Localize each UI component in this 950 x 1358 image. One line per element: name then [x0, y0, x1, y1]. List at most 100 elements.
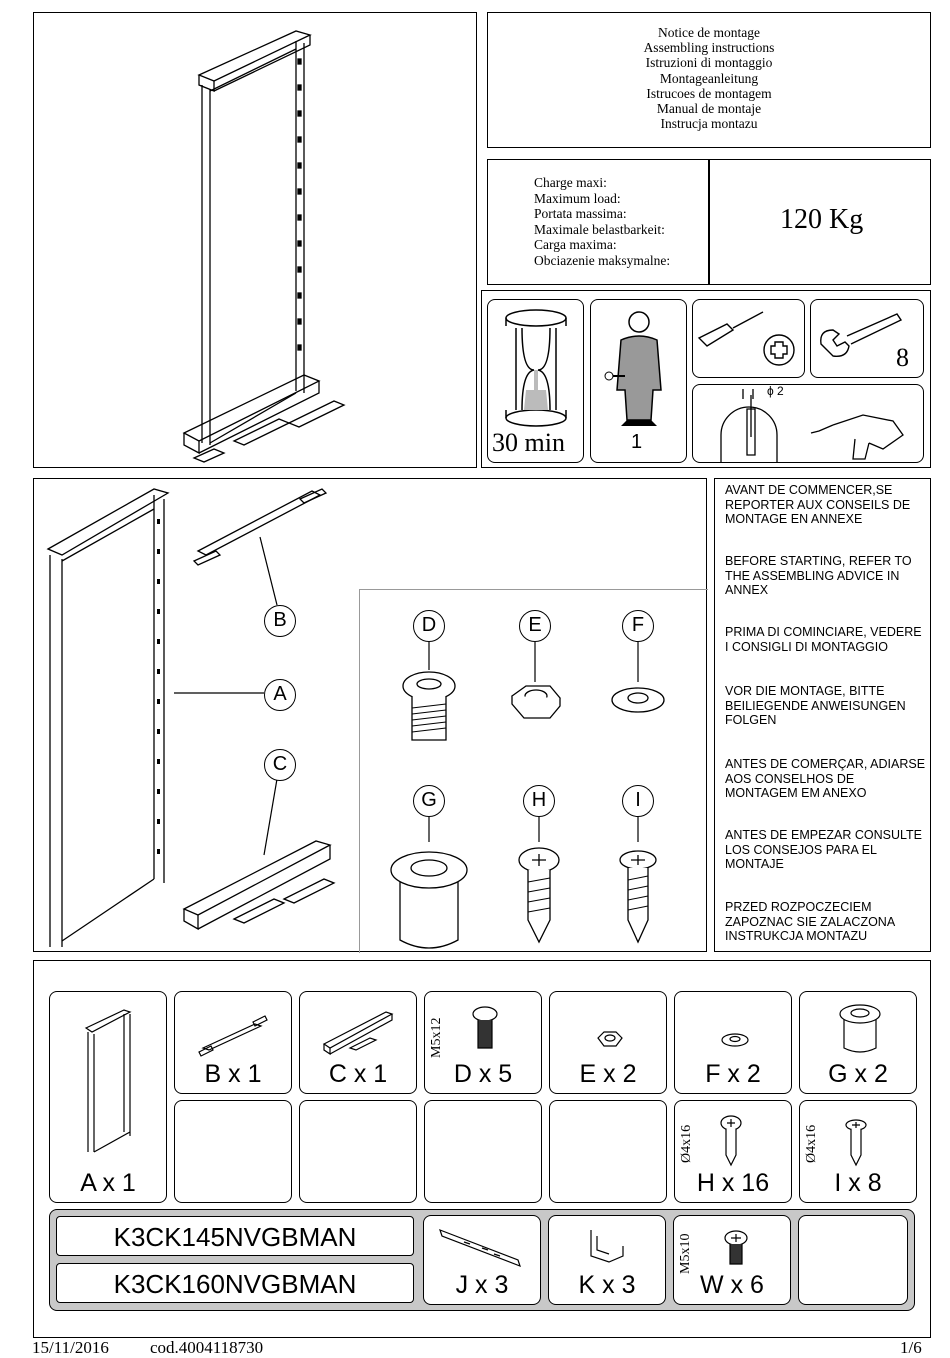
part-card-b: B x 1	[174, 991, 292, 1094]
wrench-icon	[820, 313, 903, 357]
load-label-fr: Charge maxi:	[534, 175, 607, 190]
title-line-it: Istruzioni di montaggio	[645, 55, 773, 71]
title-line-es: Manual de montaje	[656, 101, 762, 117]
part-card-empty-4	[549, 1100, 667, 1203]
part-c-label: C x 1	[328, 1060, 388, 1088]
callout-h: H	[523, 785, 555, 817]
part-card-a: A x 1	[49, 991, 167, 1203]
warning-de: VOR DIE MONTAGE, BITTE BEILIEGENDE ANWEI…	[725, 684, 906, 727]
part-c-icon	[322, 1011, 394, 1056]
part-e-icon	[597, 1031, 623, 1047]
part-card-w: M5x10 W x 6	[673, 1215, 791, 1305]
callout-d: D	[413, 610, 445, 642]
warnings-panel: AVANT DE COMMENCER,SE REPORTER AUX CONSE…	[714, 478, 931, 952]
persons-count: 1	[631, 431, 643, 453]
part-card-i: Ø4x16 I x 8	[799, 1100, 917, 1203]
part-card-c: C x 1	[299, 991, 417, 1094]
part-card-k: K x 3	[548, 1215, 666, 1305]
title-line-de: Montageanleitung	[659, 70, 759, 86]
part-i-label: I x 8	[834, 1169, 882, 1197]
title-line-pl: Instrucja montazu	[660, 116, 758, 132]
exploded-view-panel: B A C D E F G H I	[33, 478, 708, 953]
drill-card: ϕ 2	[692, 384, 924, 463]
part-f-icon	[721, 1033, 749, 1047]
part-a-label: A x 1	[80, 1169, 136, 1197]
part-g-icon	[839, 1004, 881, 1053]
callout-b: B	[264, 605, 296, 637]
hardware-illustrations	[390, 642, 665, 949]
part-f-label: F x 2	[705, 1060, 761, 1088]
callout-e: E	[519, 610, 551, 642]
callout-i: I	[622, 785, 654, 817]
warning-pl: PRZED ROZPOCZECIEM ZAPOZNAC SIE ZALACZON…	[725, 900, 895, 943]
footer-page: 1/6	[900, 1338, 922, 1357]
worker-icon	[604, 311, 662, 426]
part-card-empty-3	[424, 1100, 542, 1203]
part-j-label: J x 3	[455, 1271, 509, 1299]
part-i-icon	[845, 1119, 867, 1167]
assembly-time: 30 min	[492, 428, 565, 457]
load-label-de: Maximale belastbarkeit:	[534, 221, 665, 237]
persons-card: 1	[590, 299, 687, 463]
warning-es: ANTES DE EMPEZAR CONSULTE LOS CONSEJOS P…	[725, 828, 923, 871]
part-card-empty-2	[299, 1100, 417, 1203]
max-load-block: Charge maxi: Maximum load: Portata massi…	[487, 159, 931, 285]
part-card-empty-1	[174, 1100, 292, 1203]
part-e-label: E x 2	[579, 1060, 637, 1088]
part-card-d: M5x12 D x 5	[424, 991, 542, 1094]
product-code-1: K3CK145NVGBMAN	[56, 1216, 414, 1256]
footer-code: cod.4004118730	[150, 1338, 264, 1357]
warning-it: PRIMA DI COMINCIARE, VEDERE I CONSIGLI D…	[725, 625, 922, 654]
load-label-pl: Obciazenie maksymalne:	[534, 252, 671, 268]
title-line-fr: Notice de montage	[658, 25, 760, 40]
part-d-icon	[472, 1006, 498, 1049]
callout-f: F	[622, 610, 654, 642]
warning-en: BEFORE STARTING, REFER TO THE ASSEMBLING…	[725, 554, 912, 597]
part-b-icon	[198, 1015, 268, 1057]
part-k-label: K x 3	[578, 1271, 636, 1299]
frame-component-illustration	[46, 488, 336, 947]
warning-fr: AVANT DE COMMENCER,SE REPORTER AUX CONSE…	[725, 483, 911, 526]
part-j-icon	[439, 1228, 521, 1268]
footer-date: 15/11/2016	[32, 1338, 109, 1357]
part-g-label: G x 2	[828, 1060, 888, 1088]
part-card-h: Ø4x16 H x 16	[674, 1100, 792, 1203]
title-line-en: Assembling instructions	[643, 40, 775, 56]
title-line-pt: Istrucoes de montagem	[646, 85, 772, 101]
callout-c: C	[264, 749, 296, 781]
wrench-card: 8	[810, 299, 924, 378]
screwdriver-card	[692, 299, 805, 378]
screwdriver-icon	[697, 311, 795, 366]
drill-icon	[720, 389, 904, 463]
warning-pt: ANTES DE COMERÇAR, ADIARSE AOS CONSELHOS…	[725, 757, 926, 800]
part-card-j: J x 3	[423, 1215, 541, 1305]
title-block: Notice de montage Assembling instruction…	[487, 12, 931, 148]
drill-diameter: ϕ 2	[767, 384, 784, 398]
part-h-icon	[720, 1115, 742, 1167]
load-label-pt: Carga maxima:	[534, 237, 617, 252]
tools-panel: 30 min 1 8	[481, 290, 931, 468]
part-k-icon	[590, 1230, 624, 1263]
part-card-e: E x 2	[549, 991, 667, 1094]
load-label-en: Maximum load:	[534, 190, 621, 206]
part-h-label: H x 16	[696, 1169, 770, 1197]
part-w-label: W x 6	[700, 1271, 764, 1299]
kit-strip: K3CK145NVGBMAN K3CK160NVGBMAN J x 3 K x …	[49, 1209, 915, 1311]
product-code-2: K3CK160NVGBMAN	[56, 1263, 414, 1303]
parts-list-panel: A x 1 B x 1 C x 1 M5x12	[33, 960, 931, 1338]
part-w-icon	[724, 1230, 748, 1265]
max-load-value: 120 Kg	[780, 204, 864, 235]
part-d-label: D x 5	[453, 1060, 513, 1088]
part-b-label: B x 1	[204, 1060, 262, 1088]
assembled-pullout-illustration	[182, 30, 346, 463]
assembled-view-panel	[33, 12, 477, 468]
part-card-g: G x 2	[799, 991, 917, 1094]
part-a-icon	[84, 1009, 132, 1153]
load-label-it: Portata massima:	[534, 206, 627, 221]
part-card-f: F x 2	[674, 991, 792, 1094]
hourglass-icon	[505, 309, 567, 427]
part-card-empty-5	[798, 1215, 908, 1305]
wrench-size: 8	[896, 343, 909, 372]
callout-a: A	[264, 679, 296, 711]
time-card: 30 min	[487, 299, 584, 463]
